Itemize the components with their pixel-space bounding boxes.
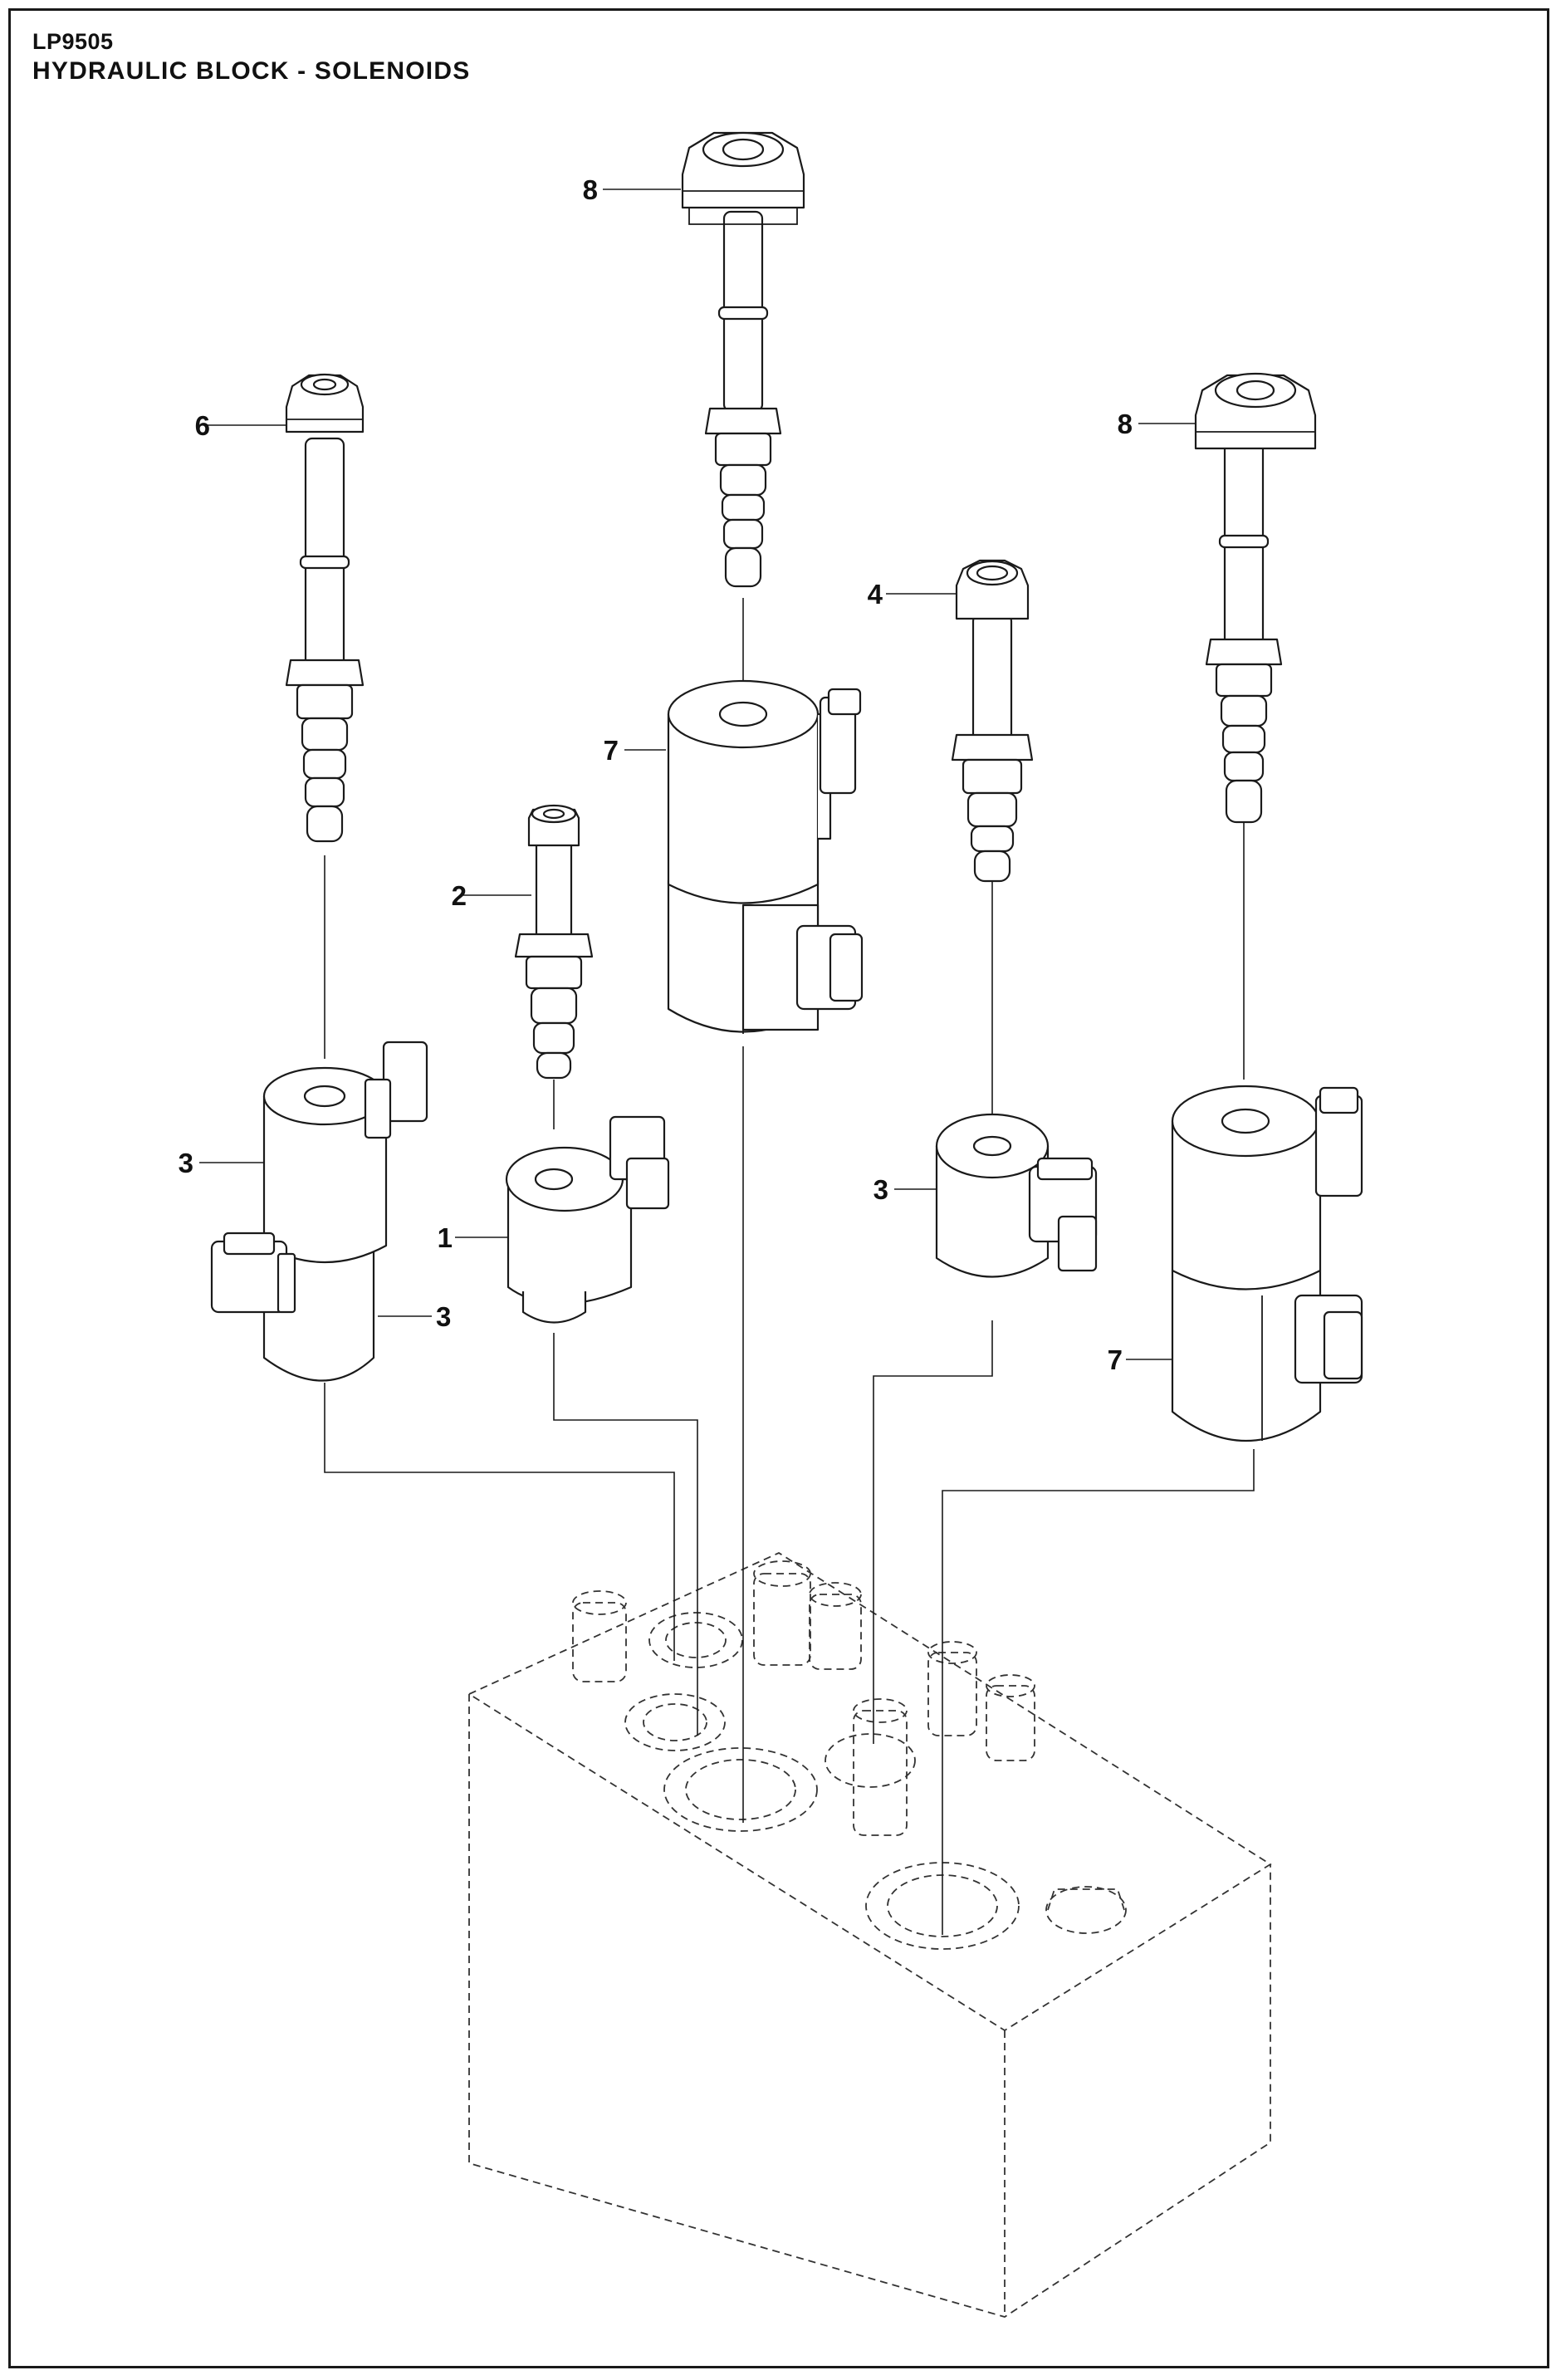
solenoid-coil-7-center <box>667 679 864 1034</box>
callout-3-left-lower: 3 <box>436 1301 451 1332</box>
cartridge-valve-2 <box>514 804 594 1080</box>
callout-4: 4 <box>868 579 883 610</box>
drawing-title: HYDRAULIC BLOCK - SOLENOIDS <box>32 57 471 85</box>
cartridge-valve-8-top <box>681 131 805 588</box>
callout-7-center: 7 <box>604 735 619 766</box>
solenoid-coil-7-right <box>1171 1085 1363 1442</box>
callout-7-right: 7 <box>1108 1344 1123 1375</box>
cartridge-valve-8-right <box>1194 372 1317 824</box>
callout-8-top: 8 <box>583 174 598 205</box>
cartridge-valve-4 <box>951 559 1034 883</box>
callout-3-mid: 3 <box>873 1174 888 1205</box>
callout-2: 2 <box>452 880 467 911</box>
leader-lines <box>199 189 1255 1935</box>
solenoid-coil-3-left <box>210 1041 428 1382</box>
cartridge-valve-6 <box>285 373 365 843</box>
callout-6: 6 <box>195 410 210 441</box>
drawing-code: LP9505 <box>32 29 114 54</box>
solenoid-coil-3-mid <box>935 1113 1098 1278</box>
hydraulic-block <box>467 1551 1272 2318</box>
callout-8-right: 8 <box>1118 409 1133 439</box>
solenoid-coil-1 <box>505 1115 670 1324</box>
callout-1: 1 <box>438 1222 453 1253</box>
callout-3-left-upper: 3 <box>179 1148 193 1178</box>
